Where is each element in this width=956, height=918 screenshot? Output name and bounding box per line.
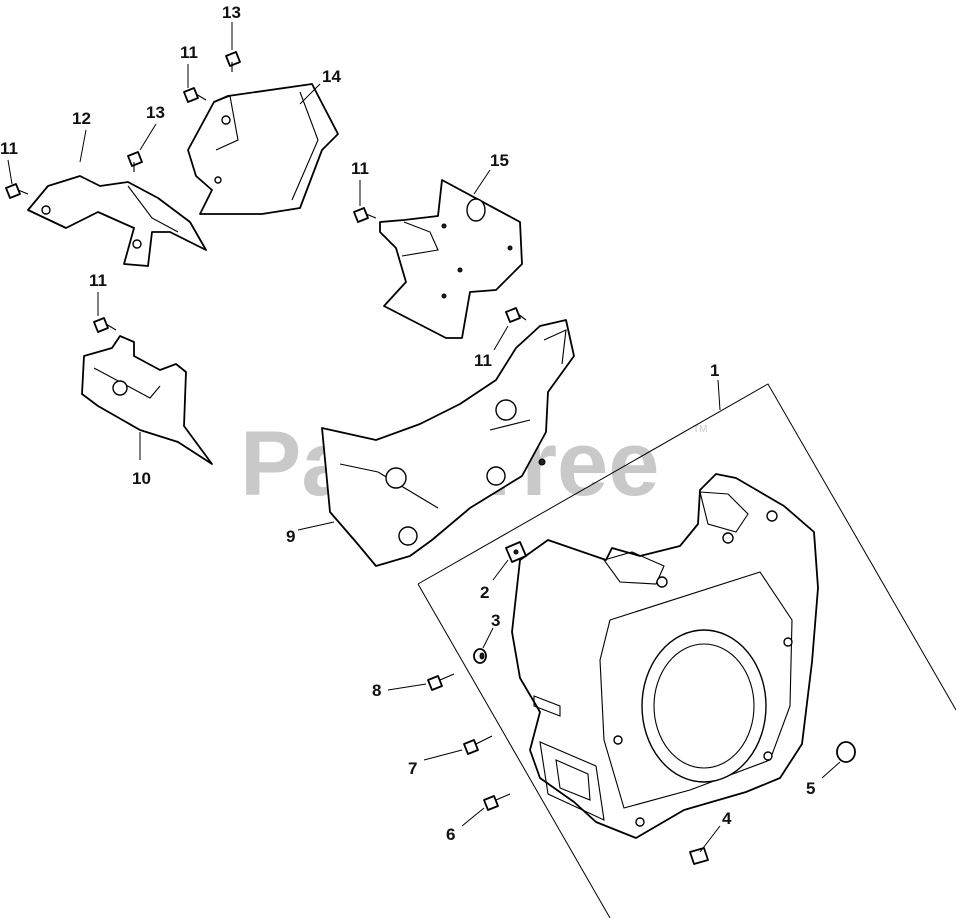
- callout-8[interactable]: 8: [372, 681, 381, 700]
- part-5-plug[interactable]: [836, 741, 856, 763]
- screw-13-a[interactable]: [225, 51, 241, 72]
- callout-labels: 1 2 3 4 5 6 7 8 9 10 11 11 11 11 11 12 1…: [0, 3, 815, 844]
- callout-15[interactable]: 15: [490, 151, 509, 170]
- callout-14[interactable]: 14: [322, 67, 341, 86]
- assembly-outline: [417, 383, 956, 711]
- callout-11-c[interactable]: 11: [351, 159, 369, 178]
- callout-10[interactable]: 10: [132, 469, 151, 488]
- callout-4[interactable]: 4: [722, 809, 732, 828]
- screw-13-b[interactable]: [127, 151, 143, 172]
- callout-7[interactable]: 7: [408, 759, 417, 778]
- part-3-grommet[interactable]: [473, 648, 487, 664]
- callout-5[interactable]: 5: [806, 779, 815, 798]
- callout-12[interactable]: 12: [72, 109, 91, 128]
- part-2-clip[interactable]: [505, 541, 527, 563]
- part-12-bracket[interactable]: [27, 175, 207, 267]
- watermark-trademark: TM: [693, 424, 707, 435]
- screw-11-b[interactable]: [183, 87, 207, 103]
- callout-6[interactable]: 6: [446, 825, 455, 844]
- screw-11-d[interactable]: [93, 317, 117, 333]
- callout-1[interactable]: 1: [710, 361, 719, 380]
- leader-lines: [7, 22, 841, 853]
- callout-11-e[interactable]: 11: [474, 351, 492, 370]
- screw-11-c[interactable]: [353, 207, 377, 223]
- callout-13-a[interactable]: 13: [222, 3, 241, 22]
- callout-3[interactable]: 3: [491, 611, 500, 630]
- part-4-nut[interactable]: [689, 847, 709, 865]
- callout-11-b[interactable]: 11: [180, 43, 198, 62]
- part-6-screw[interactable]: [483, 793, 511, 811]
- part-7-screw[interactable]: [463, 735, 493, 755]
- callout-2[interactable]: 2: [480, 583, 489, 602]
- part-8-screw[interactable]: [427, 673, 455, 691]
- part-10-bracket[interactable]: [81, 335, 213, 465]
- callout-11-a[interactable]: 11: [0, 139, 18, 158]
- part-1-blower-housing[interactable]: [511, 473, 819, 839]
- part-15-plate[interactable]: [379, 179, 523, 339]
- screw-11-e[interactable]: [505, 307, 527, 323]
- assembly-outline-left: [417, 583, 611, 918]
- part-9-duct[interactable]: [321, 319, 575, 567]
- callout-11-d[interactable]: 11: [89, 271, 107, 290]
- callout-9[interactable]: 9: [286, 527, 295, 546]
- callout-13-b[interactable]: 13: [146, 103, 165, 122]
- part-14-shroud[interactable]: [187, 83, 339, 215]
- screw-11-a[interactable]: [5, 183, 29, 199]
